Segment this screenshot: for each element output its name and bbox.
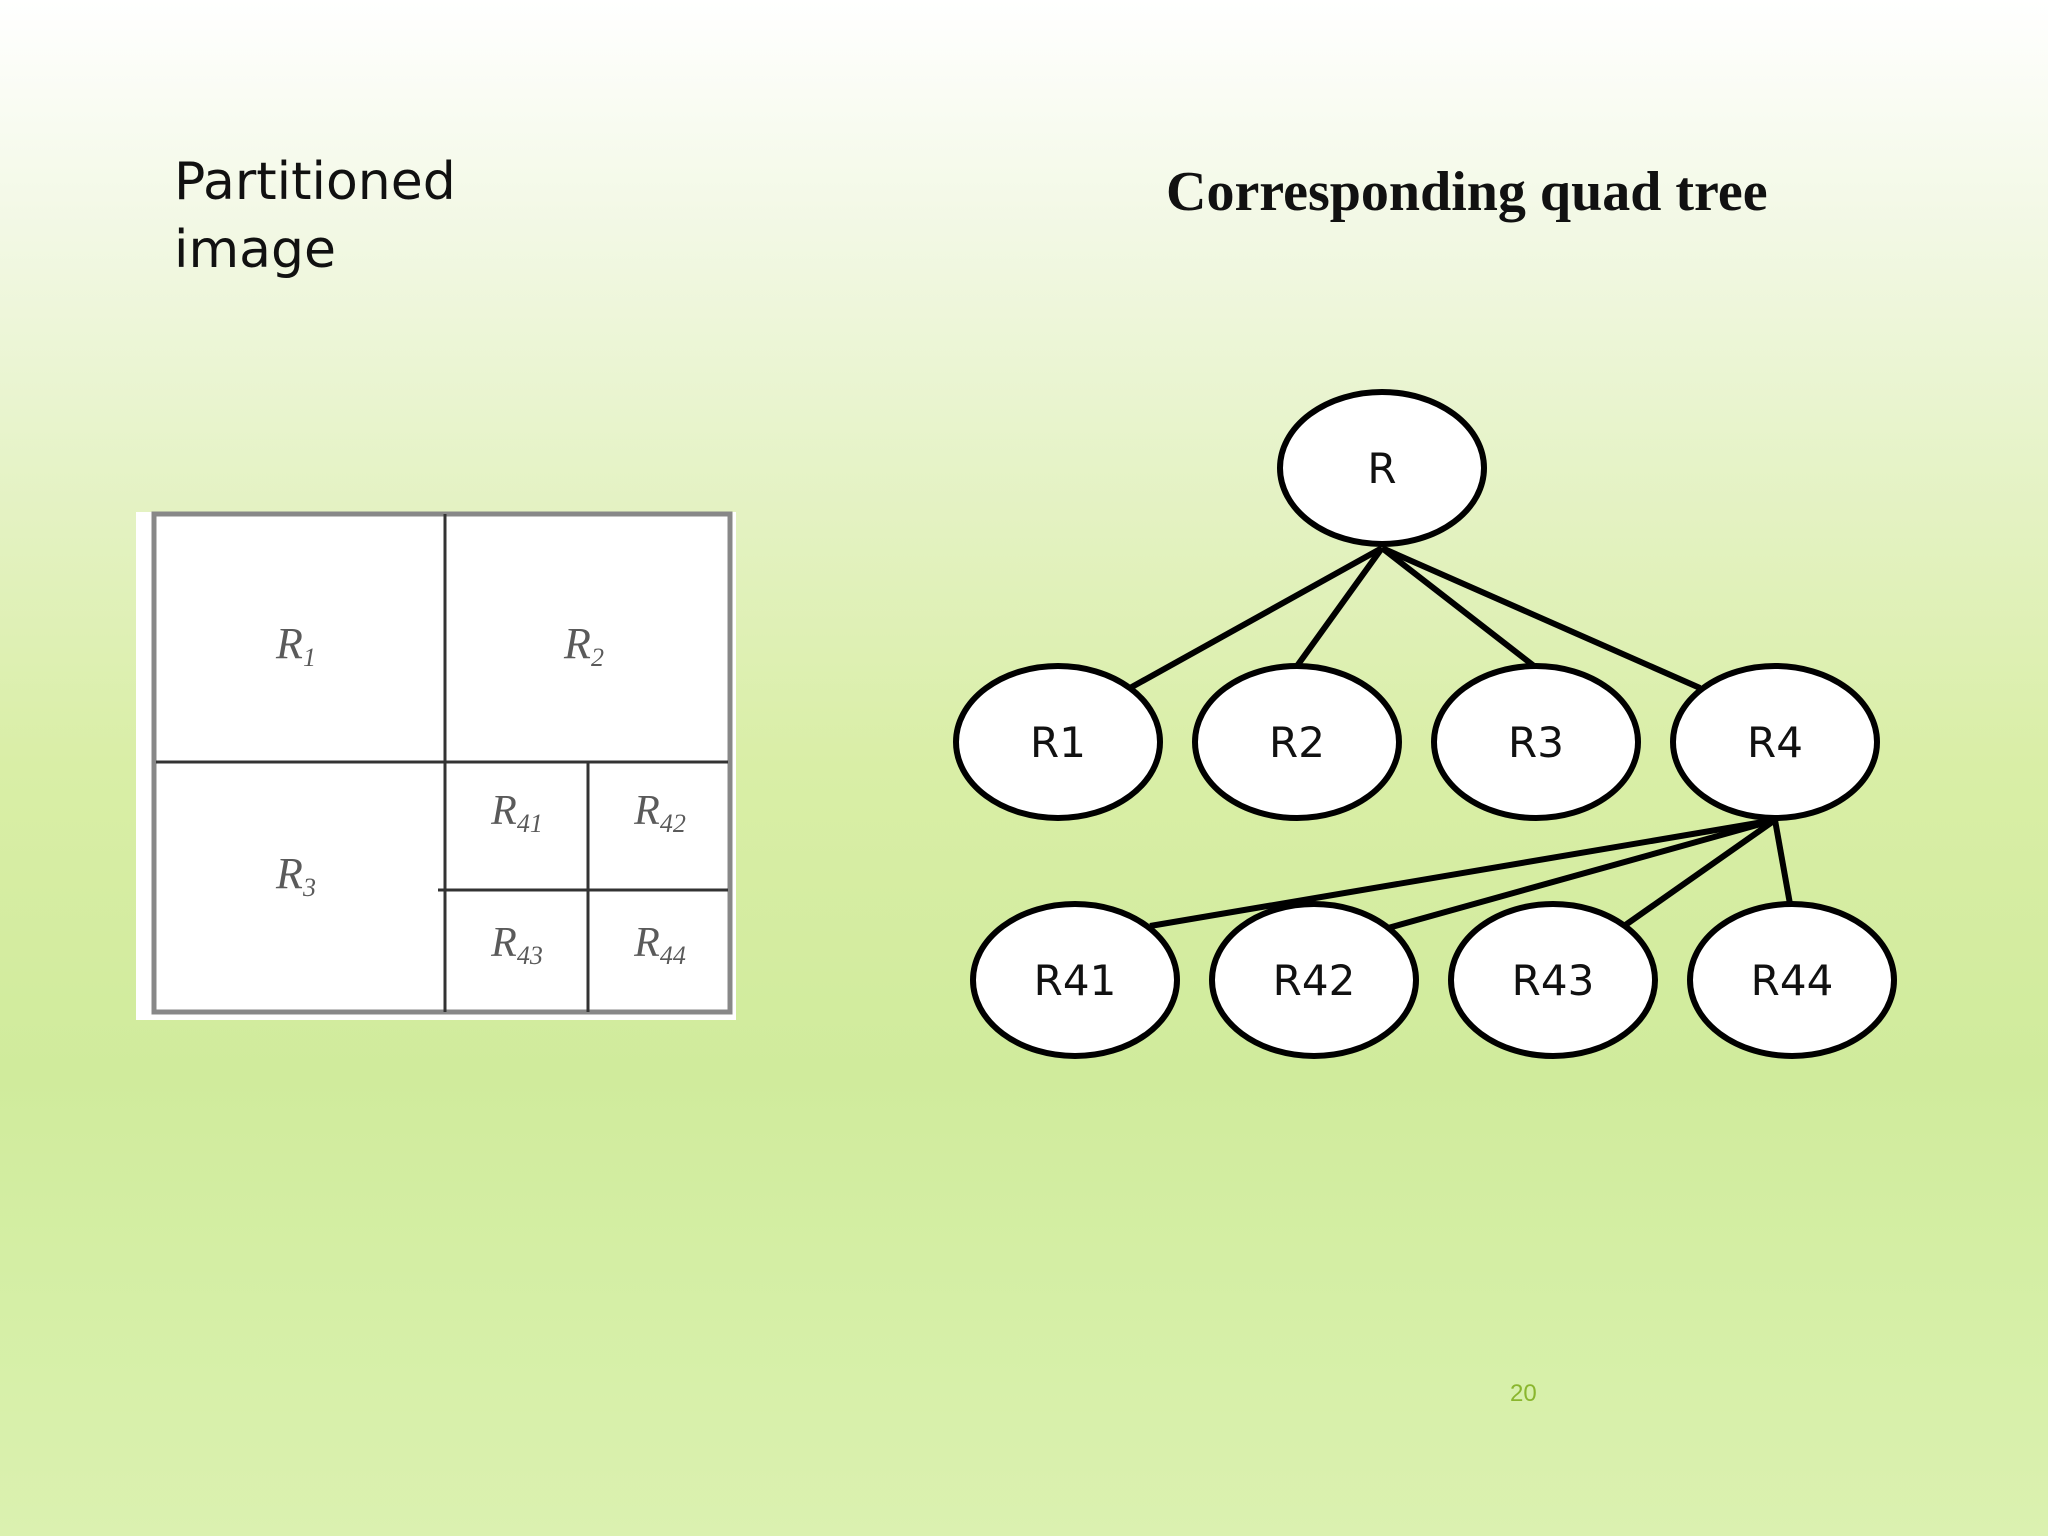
node-ellipse (1277, 389, 1487, 547)
tree-node-r3: R3 (1431, 663, 1641, 821)
edge-r-r4 (1380, 545, 1702, 691)
edge-r-r1 (1128, 545, 1384, 691)
node-label-r42: R42 (1273, 956, 1356, 1005)
page-number: 20 (1510, 1380, 1537, 1407)
node-ellipse (1192, 663, 1402, 821)
node-ellipse (1209, 901, 1419, 1059)
node-label-r: R (1367, 444, 1396, 493)
image-border (151, 511, 733, 1015)
region-r43-label: R43 (490, 920, 543, 970)
node-ellipse (1670, 663, 1880, 821)
edge-r4-r41 (1149, 817, 1776, 929)
node-label-r2: R2 (1269, 718, 1325, 767)
tree-node-r1: R1 (953, 663, 1163, 821)
region-r3-label: R3 (275, 849, 316, 902)
tree-node-r42: R42 (1209, 901, 1419, 1059)
tree-node-r44: R44 (1687, 901, 1897, 1059)
tree-node-r2: R2 (1192, 663, 1402, 821)
node-ellipse (953, 663, 1163, 821)
node-label-r43: R43 (1512, 956, 1595, 1005)
region-r44-label: R44 (633, 920, 686, 970)
partitioned-image-title: Partitioned image (174, 152, 456, 280)
region-r1-label: R1 (275, 619, 316, 672)
edge-r4-r43 (1622, 817, 1777, 929)
tree-node-r: R (1277, 389, 1487, 547)
node-ellipse (970, 901, 1180, 1059)
node-label-r41: R41 (1034, 956, 1117, 1005)
tree-edges (1128, 545, 1793, 931)
node-ellipse (1687, 901, 1897, 1059)
tree-node-r4: R4 (1670, 663, 1880, 821)
node-label-r44: R44 (1751, 956, 1834, 1005)
edge-r-r2 (1294, 546, 1385, 668)
node-label-r3: R3 (1508, 718, 1564, 767)
node-label-r4: R4 (1747, 718, 1803, 767)
region-r42-label: R42 (633, 788, 686, 838)
edge-r4-r42 (1387, 817, 1776, 931)
tree-node-r43: R43 (1448, 901, 1658, 1059)
edge-r-r3 (1380, 545, 1536, 669)
region-r41-label: R41 (490, 788, 543, 838)
region-r2-label: R2 (563, 619, 604, 672)
quad-tree-title: Corresponding quad tree (1166, 161, 1768, 223)
node-ellipse (1431, 663, 1641, 821)
node-ellipse (1448, 901, 1658, 1059)
node-label-r1: R1 (1030, 718, 1086, 767)
edge-r4-r44 (1772, 819, 1793, 905)
image-background (136, 512, 736, 1020)
tree-node-r41: R41 (970, 901, 1180, 1059)
